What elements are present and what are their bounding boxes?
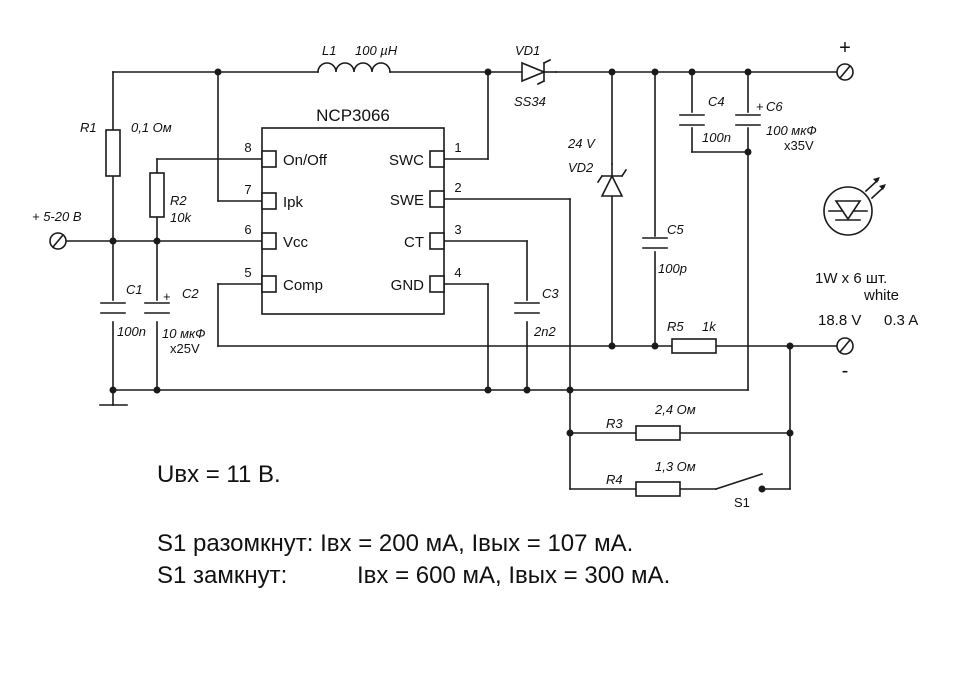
resistor-r5: R5 1k <box>667 319 717 354</box>
pin-number: 4 <box>454 265 461 280</box>
junctions <box>109 68 794 493</box>
capacitor-c5: C5 100p <box>642 222 687 276</box>
output-plus-terminal: + <box>836 37 854 81</box>
r2-value: 10k <box>170 210 192 225</box>
l1-value: 100 µH <box>355 43 398 58</box>
pin-label: Vcc <box>283 234 309 251</box>
pin-number: 3 <box>454 222 461 237</box>
ic-name: NCP3066 <box>316 106 390 125</box>
r3-ref: R3 <box>606 416 623 431</box>
note-uin: Uвх = 11 В. <box>157 461 281 488</box>
c4-value: 100n <box>702 130 731 145</box>
vd1-value: SS34 <box>514 94 546 109</box>
output-current: 0.3 A <box>884 312 918 329</box>
capacitor-c3: C3 2n2 <box>514 286 559 339</box>
capacitor-c1: C1 100n <box>100 282 146 339</box>
r4-value: 1,3 Ом <box>655 459 696 474</box>
pin-label: Ipk <box>283 194 304 211</box>
led-icon <box>823 177 886 236</box>
resistor-r3: R3 2,4 Ом <box>606 402 696 441</box>
pin-number: 1 <box>454 140 461 155</box>
pin-number: 7 <box>244 182 251 197</box>
pin-label: CT <box>404 234 424 251</box>
plus-label: + <box>839 37 851 59</box>
output-voltage: 18.8 V <box>818 312 861 329</box>
c2-ref: C2 <box>182 286 199 301</box>
resistor-r2: R2 10k <box>149 172 192 225</box>
pin-label: On/Off <box>283 152 328 169</box>
c6-value: 100 мкФ <box>766 123 817 138</box>
r5-ref: R5 <box>667 319 684 334</box>
note-closed-label: S1 замкнут: <box>157 562 287 589</box>
r5-value: 1k <box>702 319 717 334</box>
l1-ref: L1 <box>322 43 336 58</box>
led-count: 1W x 6 шт. <box>815 270 887 287</box>
output-minus-terminal: - <box>836 337 854 382</box>
resistor-r4: R4 1,3 Ом <box>606 459 696 497</box>
note-closed-values: Iвх = 600 мА, Iвых = 300 мА. <box>357 562 670 589</box>
c6-plus: + <box>756 99 764 114</box>
capacitor-c2: + C2 10 мкФ x25V <box>144 286 205 356</box>
switch-s1: S1 <box>734 495 750 510</box>
r2-ref: R2 <box>170 193 187 208</box>
c1-ref: C1 <box>126 282 143 297</box>
vd2-value: 24 V <box>567 136 596 151</box>
ic-ncp3066: NCP3066 On/Off Ipk Vcc Comp SWC SWE CT G… <box>244 106 462 315</box>
r4-ref: R4 <box>606 472 623 487</box>
note-open: S1 разомкнут: Iвх = 200 мА, Iвых = 107 м… <box>157 530 633 557</box>
pin-label: SWC <box>389 152 424 169</box>
pin-label: SWE <box>390 192 424 209</box>
pin-number: 5 <box>244 265 251 280</box>
minus-label: - <box>842 360 849 382</box>
zener-vd2: 24 V VD2 <box>567 136 628 197</box>
inductor-l1: L1 100 µH <box>317 43 398 73</box>
led-color: white <box>863 287 899 304</box>
r1-ref: R1 <box>80 120 97 135</box>
c2-value: 10 мкФ <box>162 326 205 341</box>
diode-vd1: VD1 SS34 <box>514 43 557 109</box>
c6-voltage: x35V <box>784 138 814 153</box>
r3-value: 2,4 Ом <box>654 402 696 417</box>
input-terminal: + 5-20 В <box>32 209 82 250</box>
vd1-ref: VD1 <box>515 43 540 58</box>
c3-ref: C3 <box>542 286 559 301</box>
c2-plus: + <box>163 289 171 304</box>
c3-value: 2n2 <box>533 324 556 339</box>
c6-ref: C6 <box>766 99 783 114</box>
pin-number: 6 <box>244 222 251 237</box>
c1-value: 100n <box>117 324 146 339</box>
s1-ref: S1 <box>734 495 750 510</box>
vd2-ref: VD2 <box>568 160 594 175</box>
capacitor-c4: C4 100n <box>679 94 731 145</box>
pin-number: 8 <box>244 140 251 155</box>
r1-value: 0,1 Ом <box>131 120 172 135</box>
c5-value: 100p <box>658 261 687 276</box>
wires <box>65 71 839 491</box>
pin-number: 2 <box>454 180 461 195</box>
capacitor-c6: + C6 100 мкФ x35V <box>735 99 817 153</box>
c2-voltage: x25V <box>170 341 200 356</box>
c5-ref: C5 <box>667 222 684 237</box>
pin-label: GND <box>391 277 425 294</box>
pin-label: Comp <box>283 277 323 294</box>
resistor-r1: R1 0,1 Ом <box>80 120 172 177</box>
input-label: + 5-20 В <box>32 209 82 224</box>
c4-ref: C4 <box>708 94 725 109</box>
